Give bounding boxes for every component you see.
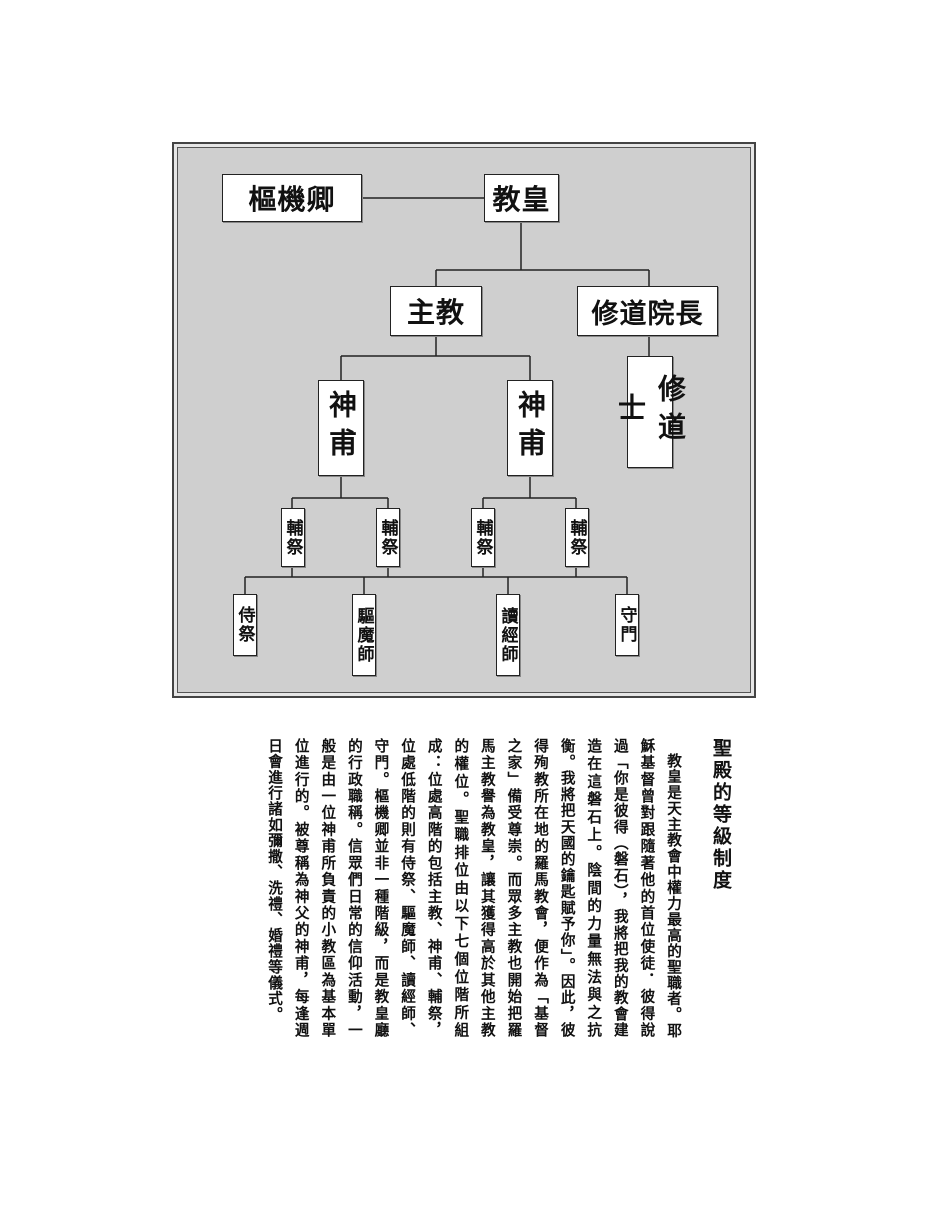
- node-exorcist: 驅魔師: [352, 594, 376, 676]
- node-deacon-1: 輔祭: [281, 508, 305, 567]
- node-monk: 修道士: [614, 356, 687, 468]
- node-lector: 讀經師: [496, 594, 520, 676]
- node-abbot: 修道院長: [577, 286, 718, 336]
- node-priest-left: 神甫: [318, 380, 364, 476]
- section-title: 聖殿的等級制度: [710, 738, 732, 892]
- node-porter: 守門: [615, 594, 639, 656]
- article-body: 聖殿的等級制度 教皇是天主教會中權力最高的聖職者。耶穌基督曾對跟隨著他的首位使徒…: [205, 738, 735, 1038]
- node-deacon-4: 輔祭: [565, 508, 589, 567]
- node-priest-right: 神甫: [507, 380, 553, 476]
- node-deacon-2: 輔祭: [376, 508, 400, 567]
- node-acolyte: 侍祭: [233, 594, 257, 656]
- node-pope: 教皇: [484, 174, 559, 222]
- article-paragraph: 教皇是天主教會中權力最高的聖職者。耶穌基督曾對跟隨著他的首位使徒．彼得說過「你是…: [266, 738, 682, 1038]
- node-bishop: 主教: [390, 286, 482, 336]
- node-deacon-3: 輔祭: [471, 508, 495, 567]
- node-cardinal: 樞機卿: [222, 174, 362, 222]
